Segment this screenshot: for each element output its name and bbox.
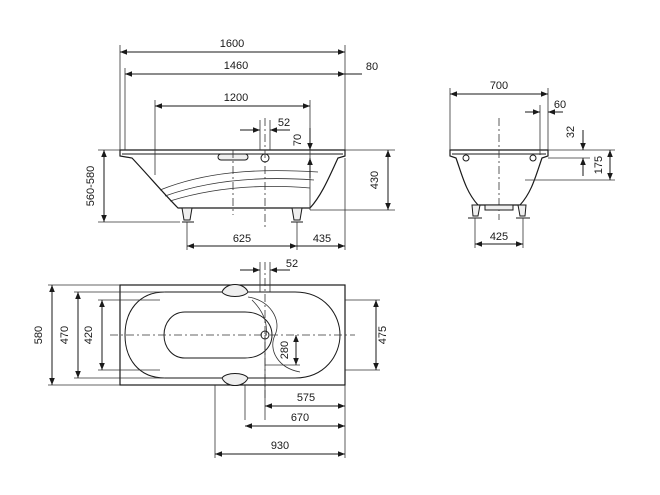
dim-side-depth: 430 — [369, 171, 381, 189]
dim-end-rim: 60 — [554, 99, 566, 111]
dim-side-bottom-length: 1200 — [224, 92, 248, 104]
dim-end-width: 700 — [490, 80, 508, 92]
dim-top-drain-x3: 930 — [271, 440, 289, 452]
dim-top-drain-offset: 280 — [279, 341, 291, 359]
dim-top-handle-gap: 52 — [286, 258, 298, 270]
dim-side-height-range: 560-580 — [85, 166, 97, 206]
dim-side-length-total: 1600 — [220, 38, 244, 50]
dim-end-rim-height: 32 — [565, 126, 577, 138]
dim-end-overflow-height: 175 — [593, 156, 605, 174]
tub-top-bottom — [163, 311, 273, 359]
dim-side-leg-left: 625 — [233, 233, 251, 245]
dim-top-inner-width: 470 — [59, 326, 71, 344]
side-view: 1600 1460 80 1200 52 70 560-580 430 625 … — [85, 38, 395, 250]
dim-top-right-width: 475 — [377, 326, 389, 344]
handle-top-upper — [221, 284, 249, 297]
dim-top-width: 580 — [33, 326, 45, 344]
dim-side-leg-right: 435 — [313, 233, 331, 245]
end-view: 700 60 32 175 425 — [449, 80, 615, 248]
end-leg-left — [471, 204, 481, 217]
top-view: 52 580 470 420 280 475 575 670 930 — [33, 258, 389, 458]
handle-top-lower — [221, 373, 249, 386]
tub-side-body — [119, 149, 346, 209]
end-drain — [484, 204, 514, 211]
end-leg-right — [517, 204, 527, 217]
leg-right — [291, 207, 303, 221]
dim-side-handle-offset: 70 — [292, 134, 304, 146]
dim-top-drain-x1: 575 — [297, 392, 315, 404]
dim-side-rim: 80 — [366, 61, 378, 73]
dim-top-drain-x2: 670 — [291, 412, 309, 424]
dim-end-leg-spacing: 425 — [490, 231, 508, 243]
dim-top-bottom-width: 420 — [83, 326, 95, 344]
tub-top-bowl — [124, 291, 341, 379]
dim-side-length-inner: 1460 — [224, 60, 248, 72]
dim-side-handle-gap: 52 — [278, 117, 290, 129]
leg-left — [181, 207, 193, 221]
